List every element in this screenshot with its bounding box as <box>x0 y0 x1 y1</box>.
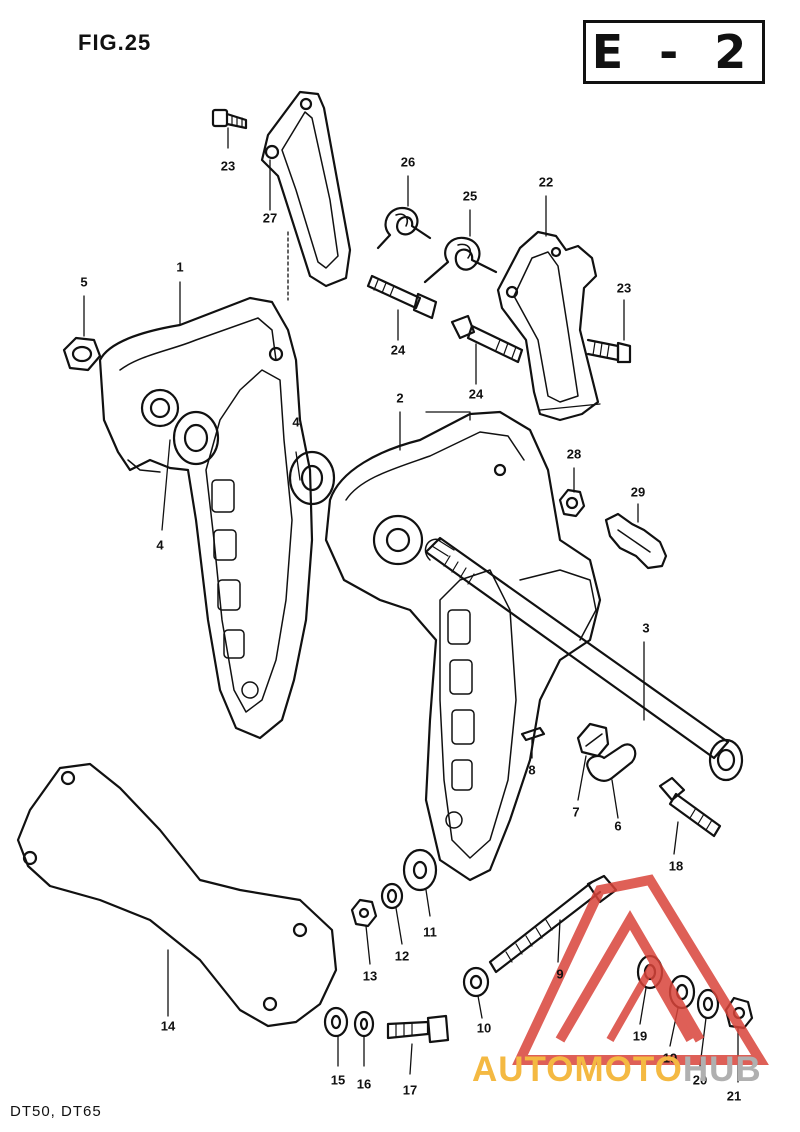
callout-16: 16 <box>356 1076 372 1092</box>
part-15-washer <box>323 1006 349 1038</box>
watermark-part2: HUB <box>682 1050 762 1089</box>
part-5-nut <box>62 336 102 372</box>
callout-15: 15 <box>330 1072 346 1088</box>
callout-19: 19 <box>662 1050 678 1066</box>
callout-23: 23 <box>616 280 632 296</box>
part-26-spring <box>376 206 432 250</box>
callout-12: 12 <box>394 948 410 964</box>
part-24-bolt-lower <box>450 314 524 364</box>
callout-9: 9 <box>556 966 564 982</box>
callout-8: 8 <box>528 762 536 778</box>
figure-title: FIG.25 <box>78 30 152 55</box>
part-2-stern-bracket-right <box>324 410 602 882</box>
part-17-bolt <box>386 1014 450 1044</box>
part-11-washer <box>402 848 438 892</box>
part-10-washer <box>462 966 490 998</box>
part-23-bolt-right <box>586 338 632 364</box>
callout-17: 17 <box>402 1082 418 1098</box>
section-code-box: E - 2 <box>583 20 765 84</box>
callout-21: 21 <box>726 1088 742 1104</box>
part-4-washer-mid <box>288 450 336 506</box>
callout-29: 29 <box>630 484 646 500</box>
callout-2: 2 <box>396 390 404 406</box>
part-18-bolt <box>658 776 722 838</box>
model-label: DT50, DT65 <box>10 1103 102 1120</box>
part-27-bracket-plate <box>260 90 352 288</box>
part-28-nut <box>558 488 586 518</box>
watermark-part1: AUTOMOTO <box>472 1050 683 1089</box>
part-16-lock-washer <box>353 1010 375 1038</box>
part-24-bolt-upper <box>366 274 438 320</box>
part-25-spring <box>423 236 498 284</box>
callout-3: 3 <box>642 620 650 636</box>
part-8-pin <box>520 726 546 742</box>
watermark-logo <box>512 874 769 1065</box>
leader-lines <box>83 127 739 1083</box>
callout-7: 7 <box>572 804 580 820</box>
callout-22: 22 <box>538 174 554 190</box>
callout-5: 5 <box>80 274 88 290</box>
part-1-stern-bracket-left <box>98 296 314 740</box>
callout-24: 24 <box>468 386 484 402</box>
part-20-lock-washer <box>696 988 720 1020</box>
callout-26: 26 <box>400 154 416 170</box>
callout-13: 13 <box>362 968 378 984</box>
part-7-grease-nipple <box>576 722 610 758</box>
callout-10: 10 <box>476 1020 492 1036</box>
part-4-washer-left <box>172 410 220 466</box>
callout-24: 24 <box>390 342 406 358</box>
callout-1: 1 <box>176 259 184 275</box>
part-6-cap <box>586 743 637 782</box>
callout-25: 25 <box>462 188 478 204</box>
callout-28: 28 <box>566 446 582 462</box>
part-13-nut <box>350 898 378 928</box>
section-code: E - 2 <box>591 25 757 79</box>
callout-23: 23 <box>220 158 236 174</box>
part-22-bracket-plate <box>496 230 600 422</box>
part-14-plate <box>16 762 338 1028</box>
part-12-lock-washer <box>380 882 404 910</box>
part-3-shaft <box>424 536 744 782</box>
callout-20: 20 <box>692 1072 708 1088</box>
callout-4: 4 <box>292 414 300 430</box>
part-23-bolt-upper <box>211 108 248 130</box>
callout-27: 27 <box>262 210 278 226</box>
callout-6: 6 <box>614 818 622 834</box>
watermark-text: AUTOMOTOHUB <box>472 1050 762 1090</box>
callout-19: 19 <box>632 1028 648 1044</box>
callout-18: 18 <box>668 858 684 874</box>
part-29-clip <box>604 512 668 570</box>
callout-14: 14 <box>160 1018 176 1034</box>
callout-4: 4 <box>156 537 164 553</box>
callout-11: 11 <box>423 924 437 940</box>
